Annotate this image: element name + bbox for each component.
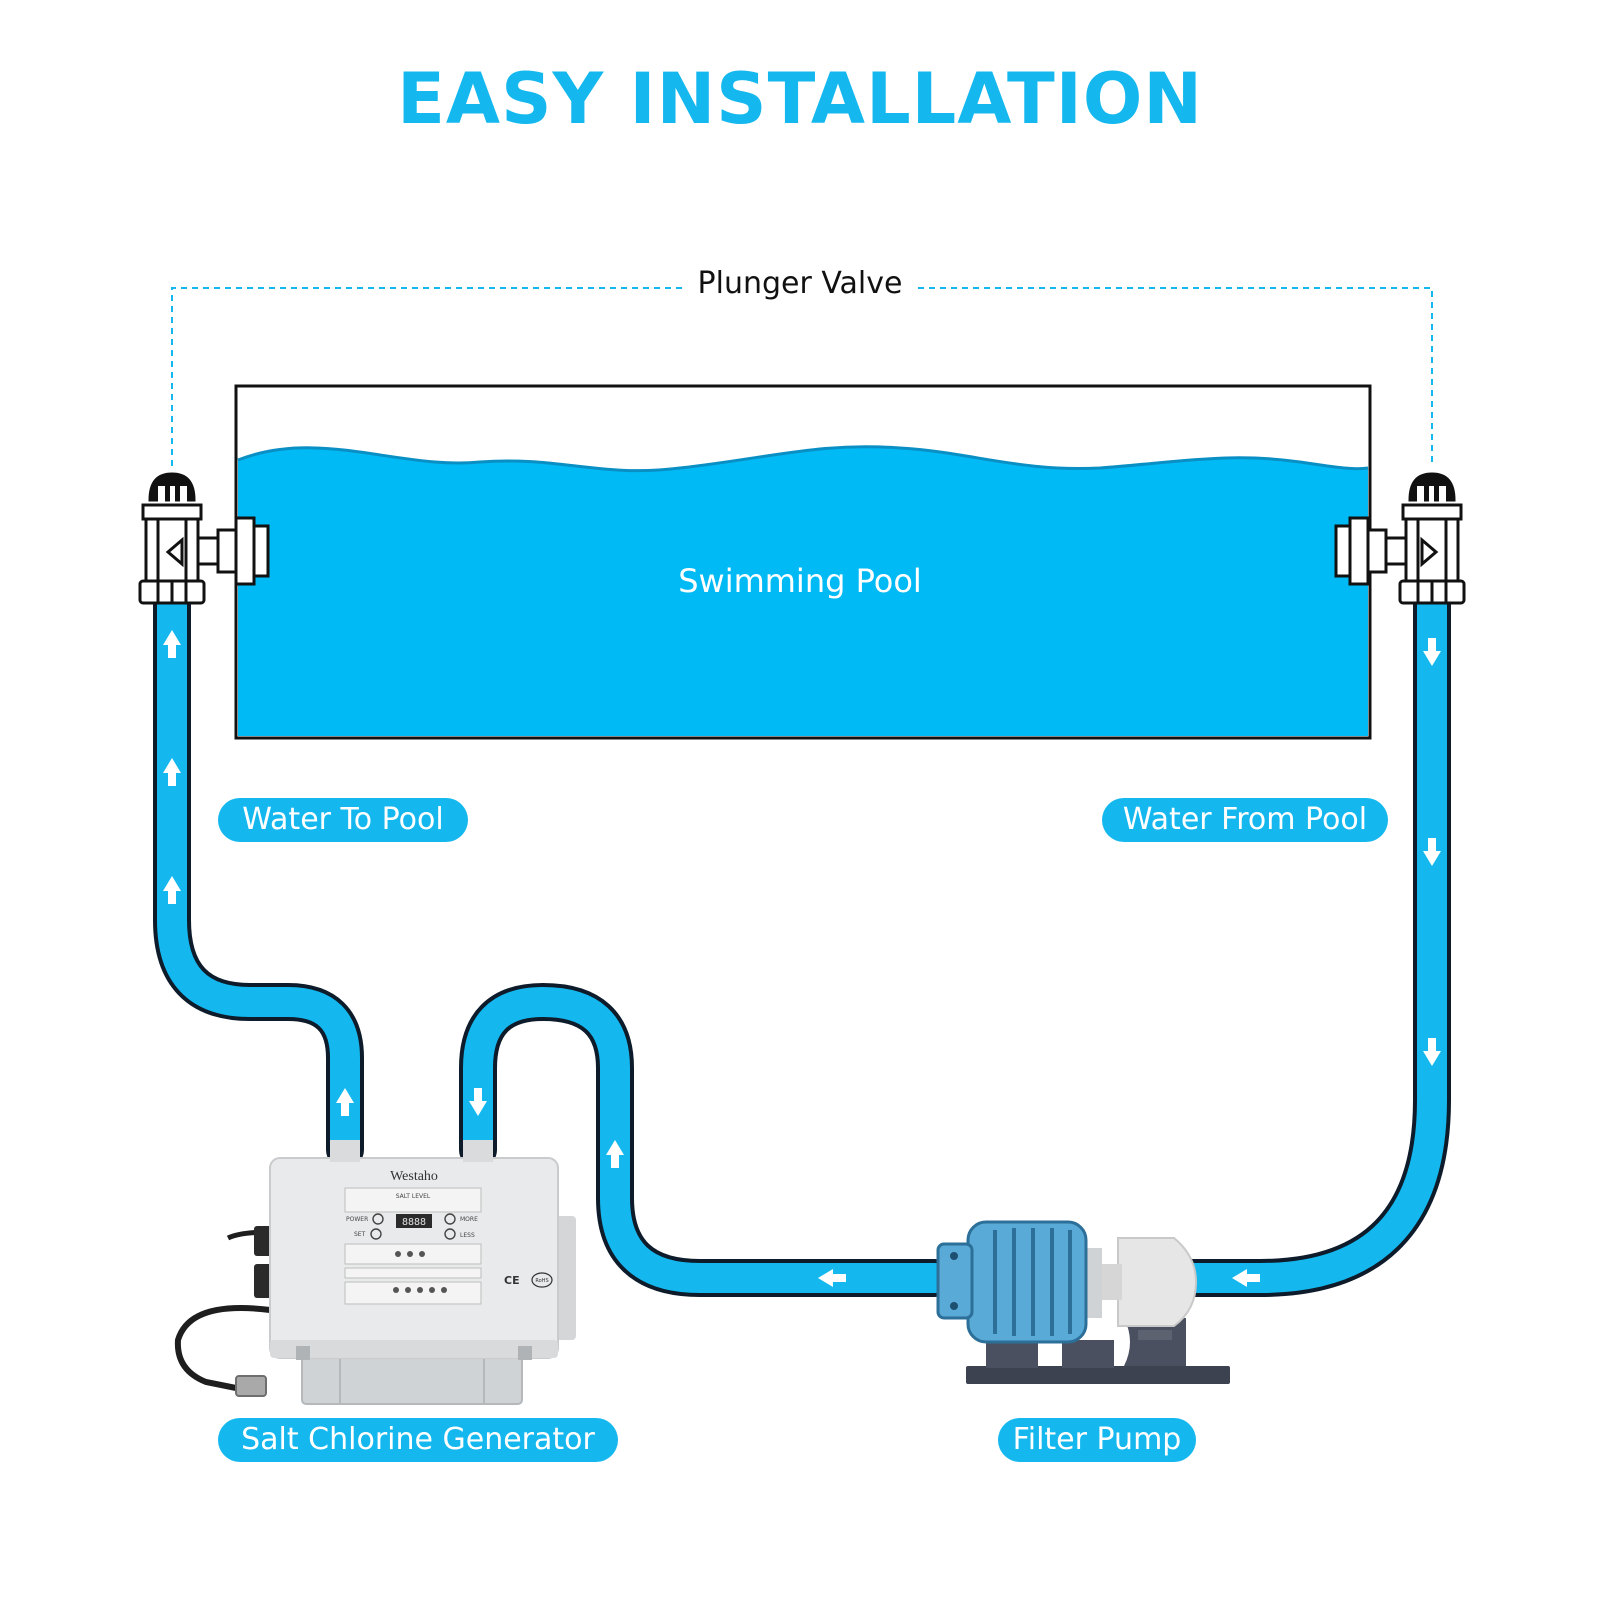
water-from-pool-label: Water From Pool <box>1102 798 1388 842</box>
pump-head <box>1117 1237 1198 1327</box>
pipe-water-from-pool <box>1175 585 1447 1293</box>
plunger-valve-icon <box>138 472 270 605</box>
pool-water <box>238 446 1368 736</box>
flow-arrow-icon <box>606 1140 624 1168</box>
swimming-pool <box>234 384 1372 740</box>
page-title: EASY INSTALLATION <box>397 58 1203 140</box>
pump-end-cap <box>936 1242 974 1320</box>
water-to-pool-label: Water To Pool <box>218 798 468 842</box>
pipe-generator-loop <box>463 987 950 1293</box>
generator-brand: Westaho <box>390 1169 438 1184</box>
generator-more-label: MORE <box>460 1216 478 1223</box>
pool-wave-line <box>237 445 1369 473</box>
filter-pump-label: Filter Pump <box>998 1418 1196 1462</box>
generator-rohs-mark: RoHS <box>535 1278 548 1284</box>
flow-arrow-icon <box>163 876 181 904</box>
salt-chlorine-generator-label: Salt Chlorine Generator <box>218 1418 618 1462</box>
generator-ce-mark: CE <box>504 1274 520 1287</box>
swimming-pool-label: Swimming Pool <box>678 562 922 600</box>
generator-salt-level: SALT LEVEL <box>396 1193 431 1200</box>
flow-arrow-icon <box>1423 638 1441 666</box>
pipe-system <box>153 581 1451 1297</box>
generator-less-label: LESS <box>460 1232 475 1239</box>
plunger-valve-icon <box>1334 472 1466 605</box>
flow-arrows <box>163 630 1441 1287</box>
salt-chlorine-generator-icon: Westaho SALT LEVEL POWER SET 8888 MORE L… <box>174 1140 576 1405</box>
flow-arrow-icon <box>336 1088 354 1116</box>
pipe-water-to-pool <box>157 585 360 1165</box>
generator-connector <box>235 1375 267 1397</box>
pump-base <box>966 1366 1230 1384</box>
generator-display: 8888 <box>402 1217 426 1228</box>
generator-power-label: POWER <box>346 1216 368 1223</box>
flow-arrow-icon <box>469 1088 487 1116</box>
filter-pump-icon <box>936 1220 1230 1384</box>
flow-arrow-icon <box>1423 838 1441 866</box>
plunger-valve-label: Plunger Valve <box>682 266 918 301</box>
flow-arrow-icon <box>163 630 181 658</box>
flow-arrow-icon <box>1232 1269 1260 1287</box>
flow-arrow-icon <box>818 1269 846 1287</box>
flow-arrow-icon <box>1423 1038 1441 1066</box>
generator-power-cable <box>174 1305 271 1391</box>
flow-arrow-icon <box>163 758 181 786</box>
generator-set-label: SET <box>354 1231 366 1238</box>
